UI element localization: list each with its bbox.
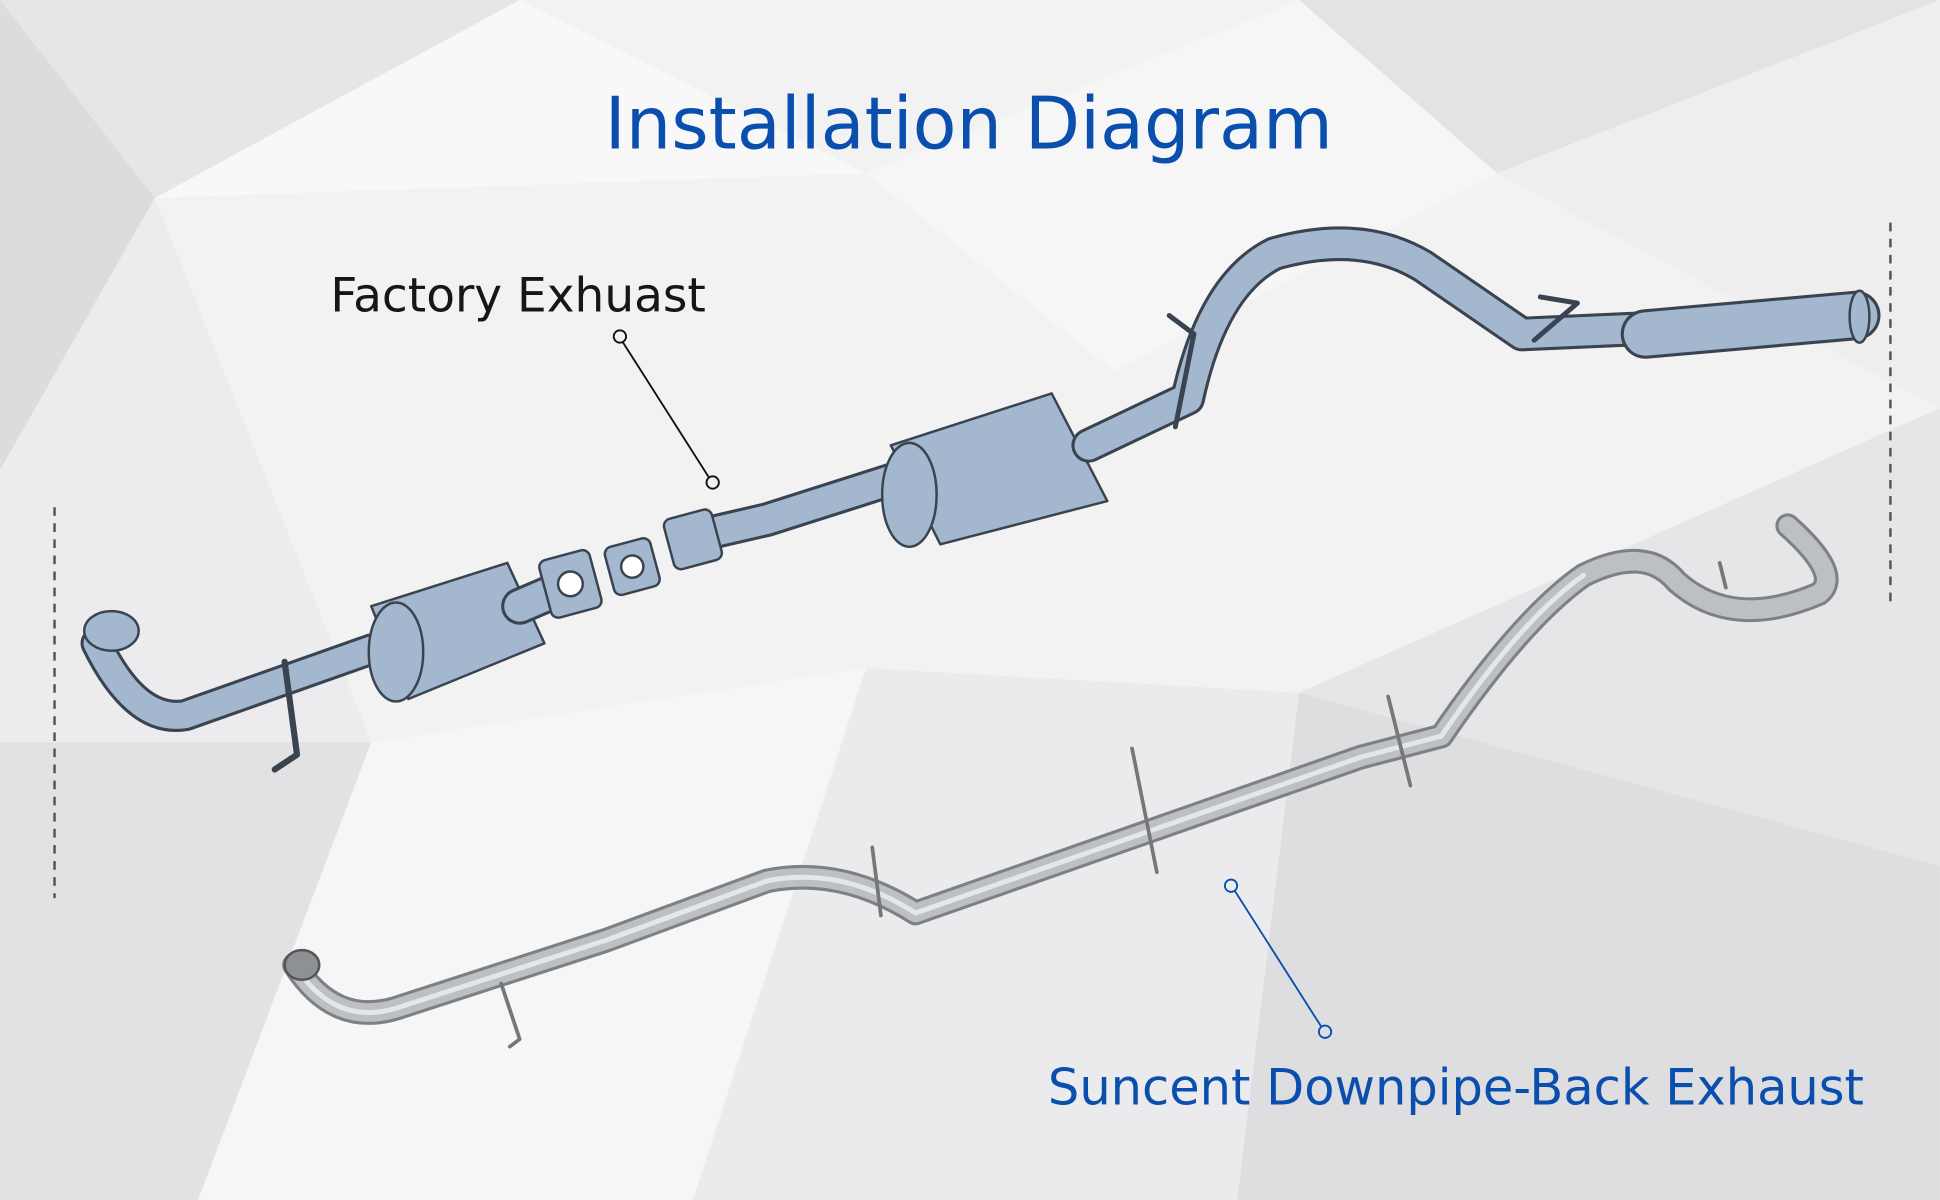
factory-exhaust-illustration [80,226,1881,773]
factory-callout-line [612,329,720,490]
suncent-callout-line [1223,878,1333,1039]
diagram-title: Installation Diagram [605,81,1333,165]
suncent-exhaust-illustration [282,513,1839,1049]
factory-exhaust-label: Factory Exhuast [330,269,705,324]
suncent-exhaust-label: Suncent Downpipe-Back Exhaust [1048,1059,1864,1117]
